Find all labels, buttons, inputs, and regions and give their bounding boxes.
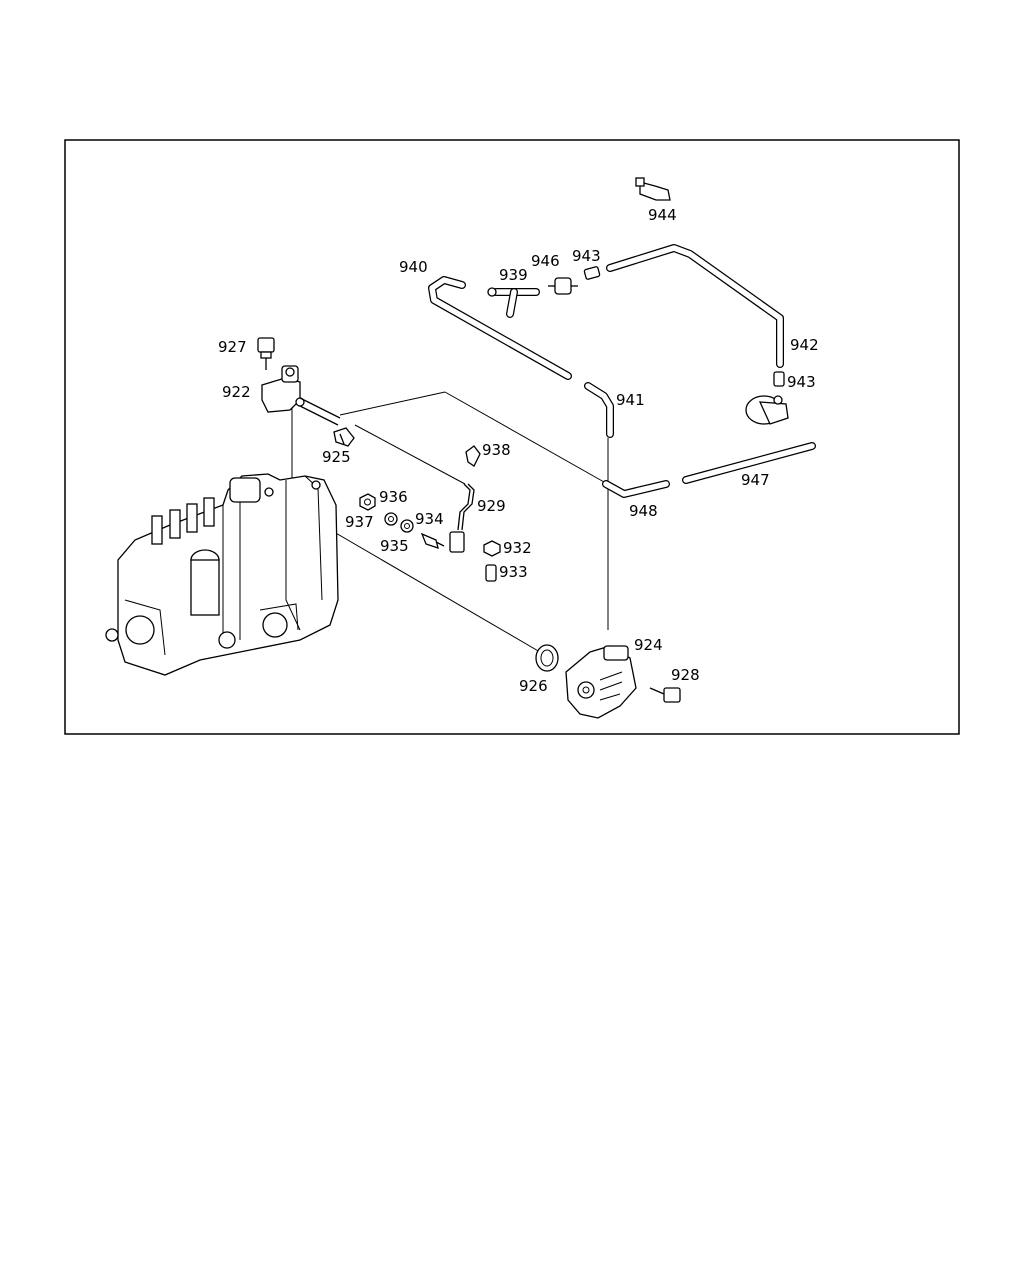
part-labels: 944 940 939 946 943 942 943 927 922 941 … xyxy=(218,206,819,695)
label-928: 928 xyxy=(671,666,700,684)
part-932 xyxy=(483,540,501,557)
part-924 xyxy=(565,645,637,719)
part-934 xyxy=(400,519,414,533)
hose-941 xyxy=(584,382,614,438)
label-944: 944 xyxy=(648,206,677,224)
part-944 xyxy=(635,177,671,201)
label-937: 937 xyxy=(345,513,374,531)
pipe-929 xyxy=(449,483,475,553)
label-941: 941 xyxy=(616,391,645,409)
label-933: 933 xyxy=(499,563,528,581)
vacuum-unit xyxy=(745,395,789,425)
part-933 xyxy=(485,564,497,582)
label-943-bottom: 943 xyxy=(787,373,816,391)
label-935: 935 xyxy=(380,537,409,555)
hose-947 xyxy=(682,442,816,484)
part-922 xyxy=(261,365,341,426)
label-922: 922 xyxy=(222,383,251,401)
leader-lines xyxy=(291,391,609,653)
part-943-top xyxy=(583,266,601,280)
part-946 xyxy=(548,277,578,295)
label-936: 936 xyxy=(379,488,408,506)
label-948: 948 xyxy=(629,502,658,520)
hose-940 xyxy=(428,276,572,380)
part-939 xyxy=(487,287,540,318)
label-929: 929 xyxy=(477,497,506,515)
hose-948 xyxy=(602,480,670,498)
part-938 xyxy=(465,445,481,467)
part-927 xyxy=(257,337,275,370)
part-925 xyxy=(333,427,355,447)
part-937 xyxy=(384,512,398,526)
label-942: 942 xyxy=(790,336,819,354)
hose-942 xyxy=(606,244,784,368)
label-934: 934 xyxy=(415,510,444,528)
diagram-frame xyxy=(64,139,960,735)
label-938: 938 xyxy=(482,441,511,459)
label-926: 926 xyxy=(519,677,548,695)
part-928 xyxy=(649,687,681,703)
label-940: 940 xyxy=(399,258,428,276)
part-943-bottom xyxy=(773,371,785,387)
part-926 xyxy=(535,644,559,672)
part-936 xyxy=(359,493,376,511)
injection-pump xyxy=(105,473,339,676)
part-935 xyxy=(420,532,445,549)
label-925: 925 xyxy=(322,448,351,466)
label-939: 939 xyxy=(499,266,528,284)
label-946: 946 xyxy=(531,252,560,270)
label-932: 932 xyxy=(503,539,532,557)
label-927: 927 xyxy=(218,338,247,356)
label-943-top: 943 xyxy=(572,247,601,265)
label-924: 924 xyxy=(634,636,663,654)
label-947: 947 xyxy=(741,471,770,489)
